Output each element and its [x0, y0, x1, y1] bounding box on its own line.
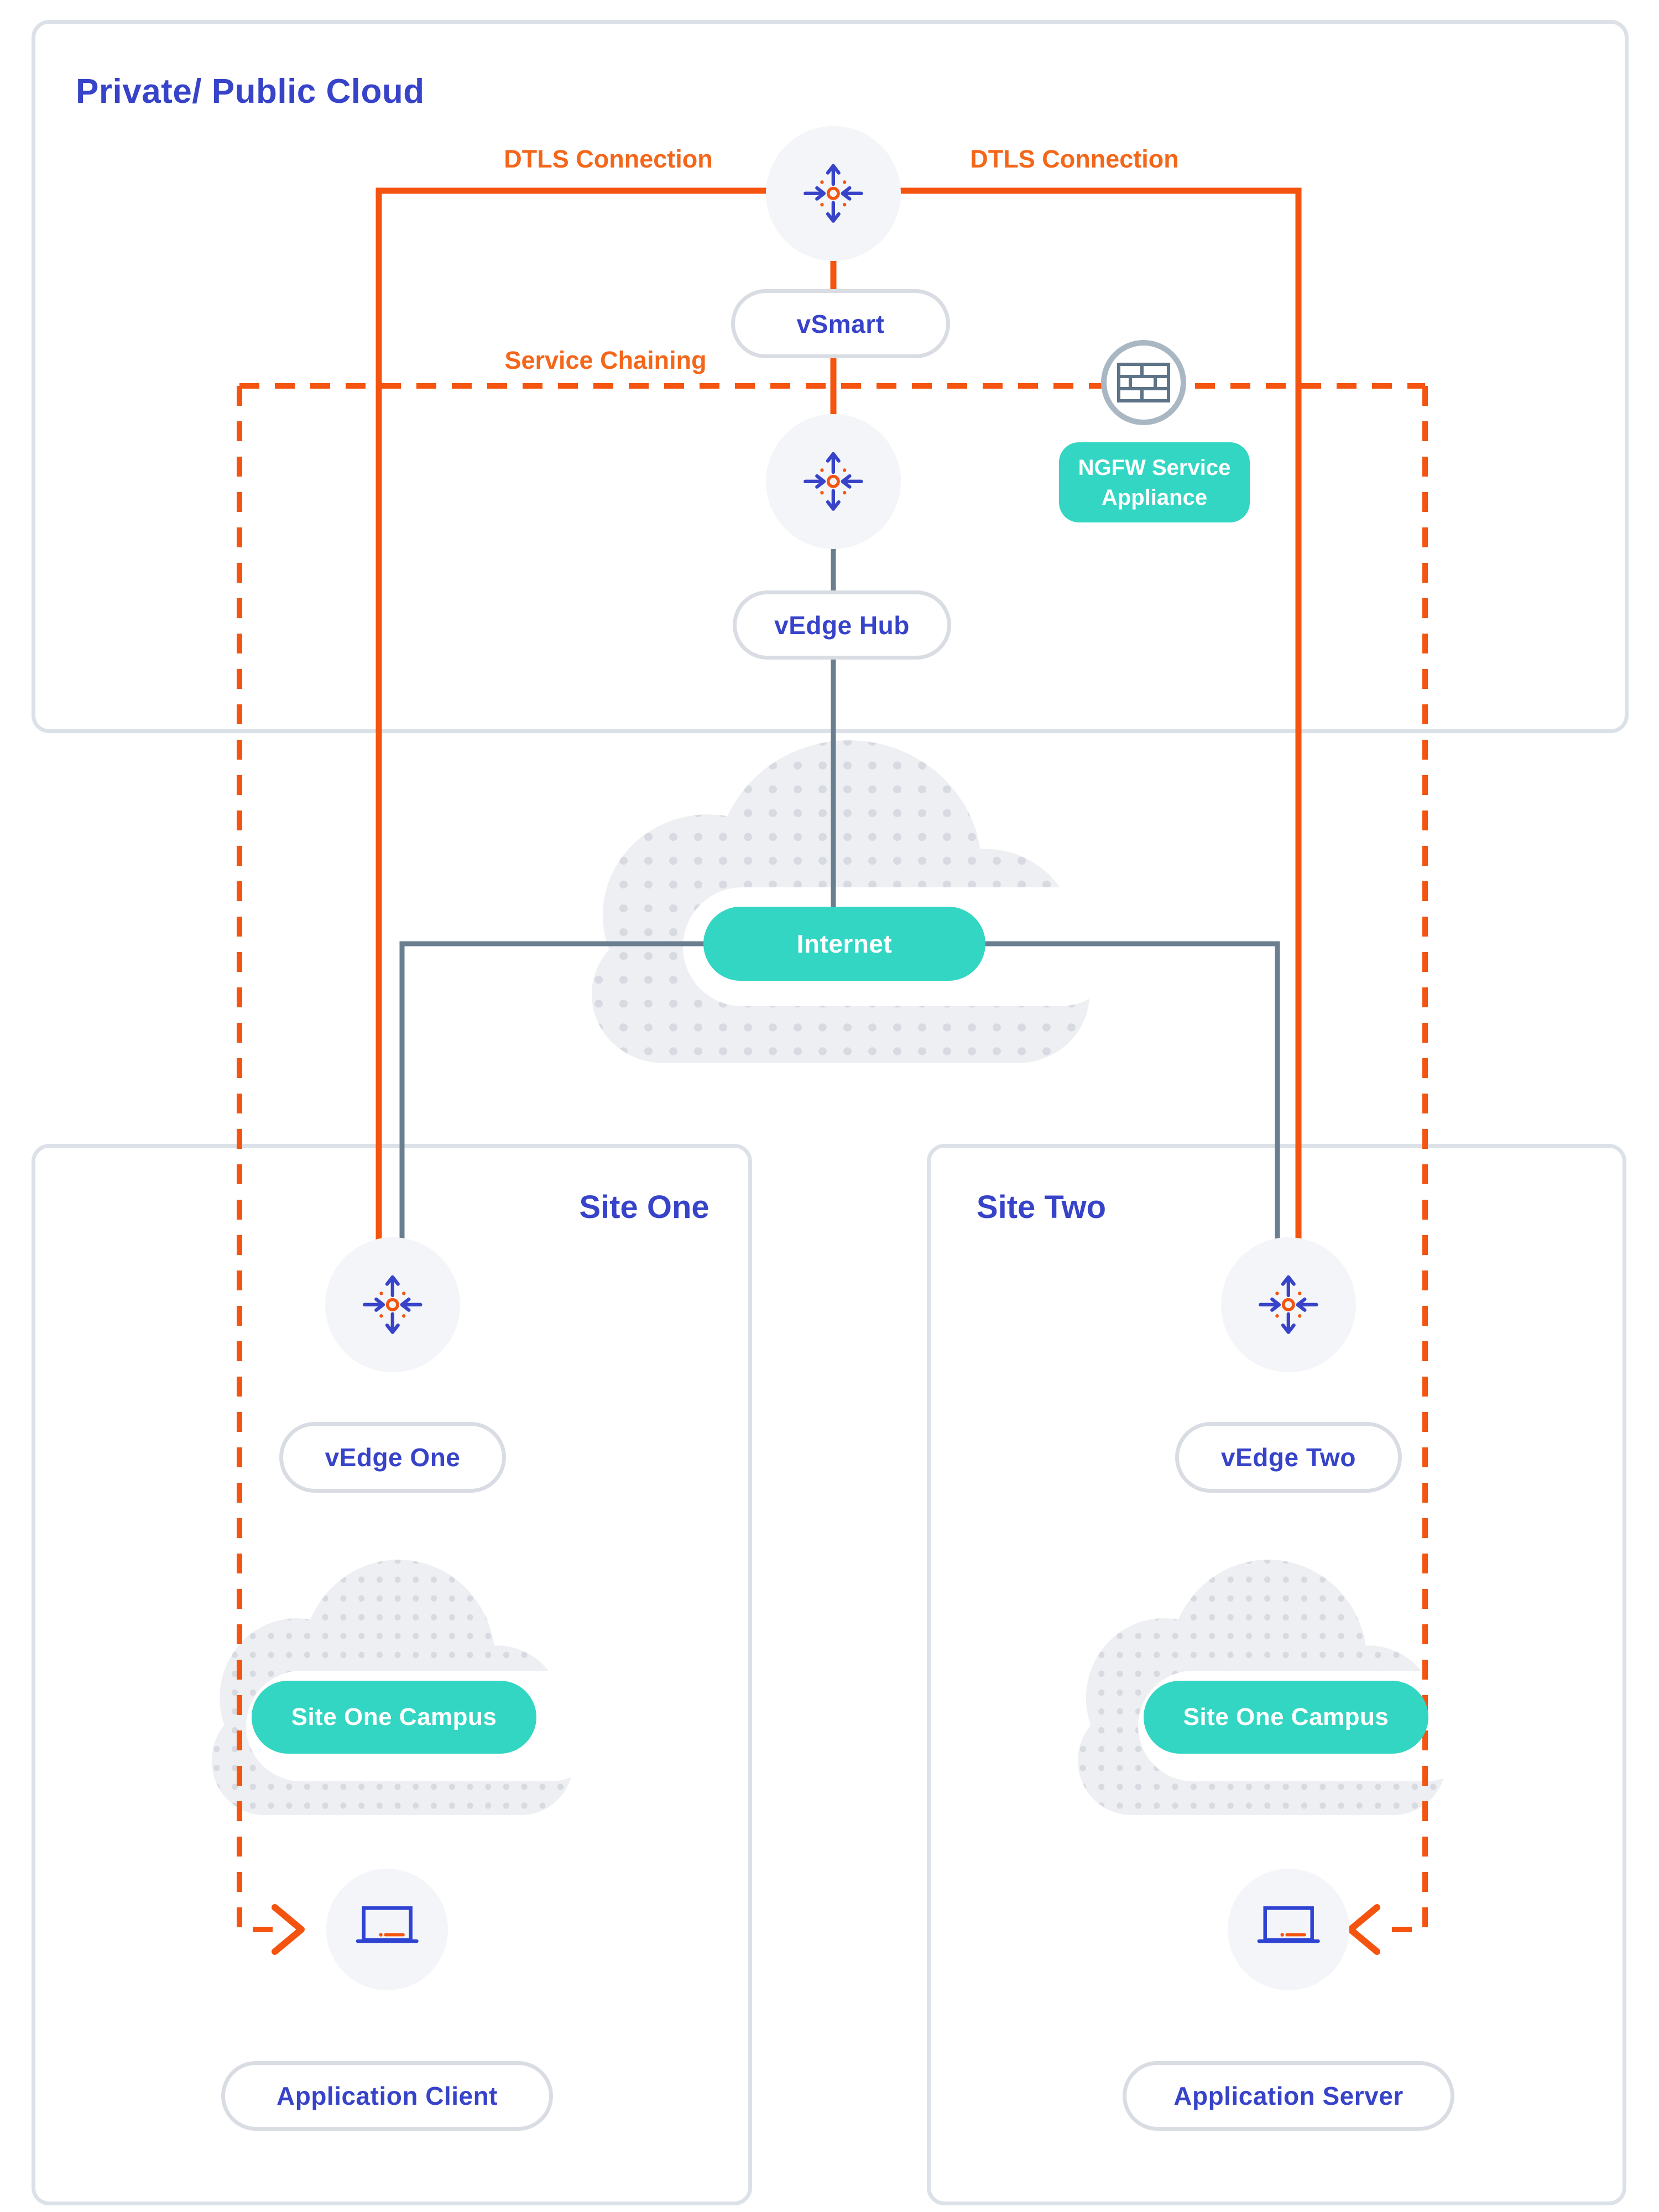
internet-node: Internet	[703, 907, 985, 981]
site-one-campus-node: Site One Campus	[252, 1681, 536, 1754]
site-two-campus-node: Site One Campus	[1144, 1681, 1428, 1754]
vedge-two-node: vEdge Two	[1175, 1422, 1402, 1493]
dtls-connection-label-right: DTLS Connection	[970, 145, 1179, 173]
ngfw-label-line1: NGFW Service	[1078, 455, 1231, 480]
application-server-laptop-icon	[1228, 1869, 1349, 1990]
application-client-node: Application Client	[221, 2061, 553, 2131]
application-server-node: Application Server	[1123, 2061, 1454, 2131]
application-client-laptop-icon	[326, 1869, 448, 1990]
site-two-title: Site Two	[976, 1189, 1107, 1225]
vedge-two-router-icon	[1221, 1237, 1356, 1372]
vsmart-router-icon	[766, 126, 901, 261]
ngfw-service-appliance-node: NGFW Service Appliance	[1059, 442, 1250, 522]
vedge-one-node: vEdge One	[279, 1422, 506, 1493]
vsmart-node: vSmart	[731, 289, 950, 358]
site-one-title: Site One	[579, 1189, 709, 1225]
page-title: Private/ Public Cloud	[76, 72, 425, 111]
vedge-hub-router-icon	[766, 414, 901, 549]
ngfw-label-line2: Appliance	[1101, 485, 1208, 510]
firewall-icon	[1099, 338, 1188, 427]
vedge-one-router-icon	[325, 1237, 460, 1372]
vedge-hub-node: vEdge Hub	[733, 590, 951, 660]
dtls-connection-label-left: DTLS Connection	[504, 145, 713, 173]
service-chaining-label: Service Chaining	[504, 346, 707, 374]
